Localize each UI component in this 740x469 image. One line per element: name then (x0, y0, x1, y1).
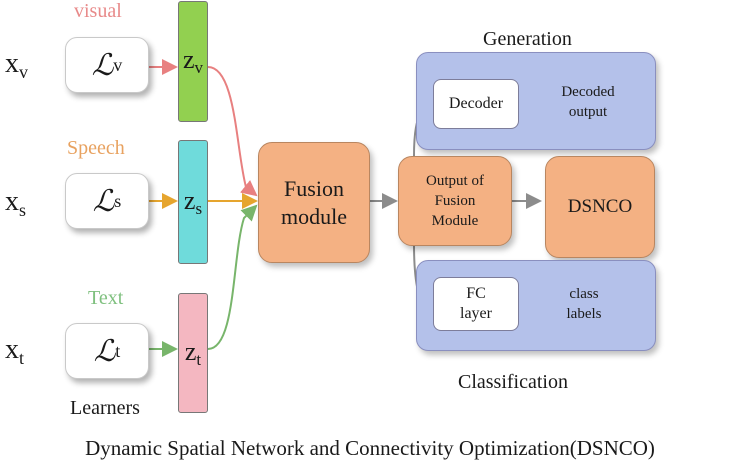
input-xs: xs (5, 186, 27, 220)
latent-zs-bar: zs (178, 140, 208, 264)
dsnco-box: DSNCO (545, 156, 655, 258)
modality-label-speech: Speech (67, 137, 125, 159)
learners-caption: Learners (70, 397, 140, 419)
arrow-zt-to-fusion (207, 204, 258, 350)
generation-heading: Generation (483, 28, 572, 50)
input-xt: xt (5, 334, 25, 368)
latent-zt-bar: zt (178, 293, 208, 413)
figure-caption: Dynamic Spatial Network and Connectivity… (85, 436, 655, 460)
arrow-zv-to-fusion (207, 66, 258, 197)
classification-heading: Classification (458, 371, 568, 393)
decoder-box: Decoder (433, 79, 519, 129)
modality-label-visual: visual (74, 0, 122, 22)
input-xv: xv (5, 48, 28, 82)
latent-zv-bar: zv (178, 1, 208, 122)
modality-label-text: Text (88, 287, 124, 309)
